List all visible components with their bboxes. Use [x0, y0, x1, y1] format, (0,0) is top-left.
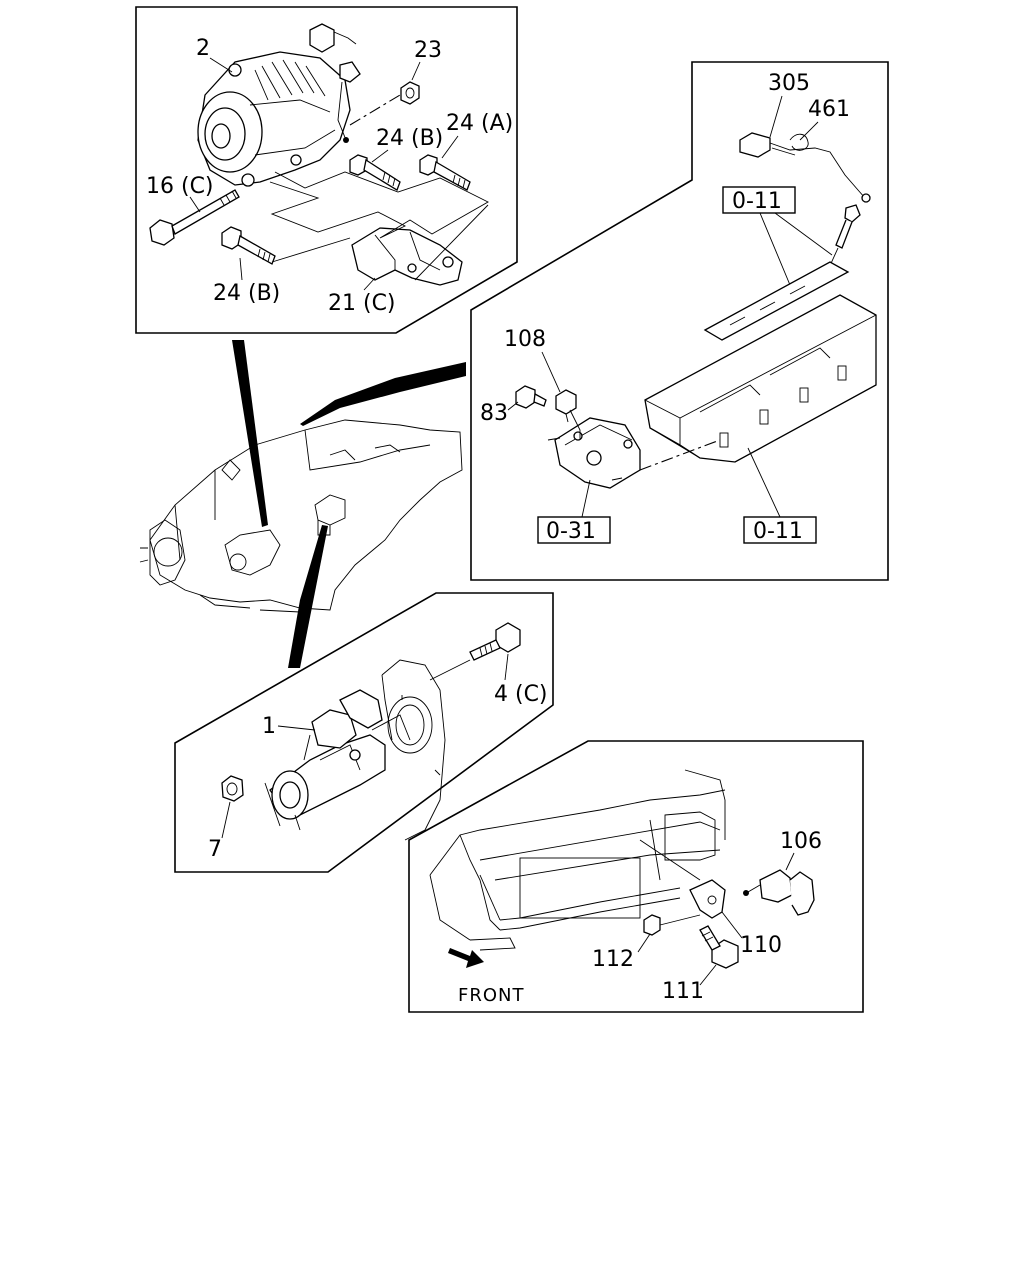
alternator-frame: [135, 6, 518, 334]
label-2: 2: [196, 36, 210, 61]
ref-0-31-box: [537, 516, 611, 544]
label-1: 1: [262, 714, 276, 739]
nut-112: [643, 914, 661, 936]
nut-23: [400, 81, 420, 105]
label-front: FRONT: [458, 985, 525, 1006]
label-4c: 4 (C): [494, 682, 548, 707]
label-24a: 24 (A): [446, 111, 513, 136]
label-461: 461: [808, 97, 850, 122]
head-gasket: [703, 261, 850, 341]
ref-0-11-top-box: [722, 186, 796, 214]
flywheel-housing: [381, 659, 446, 841]
label-24b-bottom: 24 (B): [213, 281, 280, 306]
alternator: [197, 23, 401, 187]
starter-motor: [269, 689, 411, 820]
engine-overview: [139, 340, 466, 668]
front-arrow-icon: [448, 948, 484, 968]
sensor-461: [789, 133, 809, 151]
label-21c: 21 (C): [328, 291, 396, 316]
cylinder-head: [644, 294, 877, 463]
horn-group: 106 110 112 111 FRONT: [408, 740, 864, 1013]
label-16c: 16 (C): [146, 174, 214, 199]
label-106: 106: [780, 829, 822, 854]
bolt-24a: [419, 154, 471, 191]
switch-108: [555, 389, 581, 440]
nut-7: [221, 775, 244, 802]
horn-frame: [408, 740, 864, 1013]
label-110: 110: [740, 933, 782, 958]
label-7: 7: [208, 837, 222, 862]
label-83: 83: [480, 401, 508, 426]
injection-pump: [547, 417, 721, 489]
label-ref-0-31: 0-31: [546, 519, 596, 544]
bolt-4c: [469, 622, 521, 661]
harness-305: [739, 132, 871, 203]
starter-frame: [174, 592, 554, 873]
label-305: 305: [768, 71, 810, 96]
label-111: 111: [662, 979, 704, 1004]
bracket-21c: [351, 227, 463, 286]
bolt-24b-top: [349, 154, 401, 191]
bolt-16c: [149, 189, 240, 246]
horn-106: [743, 869, 815, 916]
label-108: 108: [504, 327, 546, 352]
bolt-111: [699, 925, 739, 969]
label-24b-top: 24 (B): [376, 126, 443, 151]
label-112: 112: [592, 947, 634, 972]
label-23: 23: [414, 38, 442, 63]
label-ref-0-11-bottom: 0-11: [753, 519, 803, 544]
plug-83: [515, 385, 547, 409]
vehicle-front: [429, 769, 726, 951]
bolt-24b-bottom: [221, 226, 276, 265]
cylinder-head-group: 305 461 0-11: [470, 61, 889, 581]
label-ref-0-11-top: 0-11: [732, 189, 782, 214]
starter-group: 4 (C) 1 7: [174, 592, 554, 873]
alternator-group: 2 23 24 (B) 24 (A) 16 (C) 24 (B) 21 (C): [135, 6, 518, 334]
